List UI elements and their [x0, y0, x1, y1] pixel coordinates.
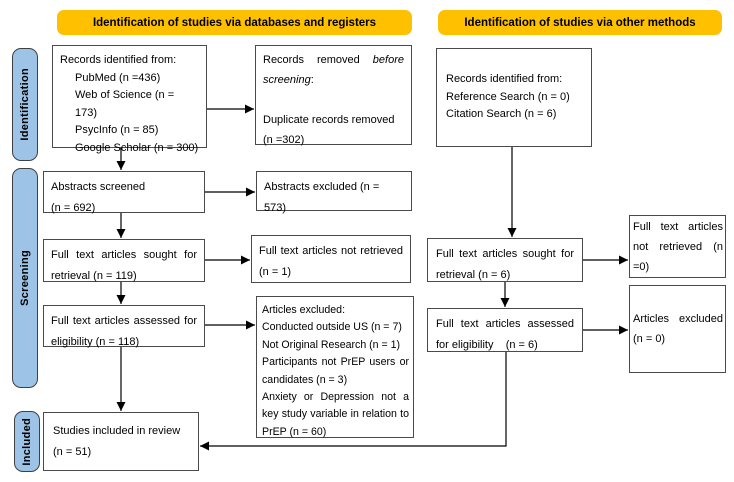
box-line: Abstracts screened — [51, 181, 146, 193]
box-count: (n =302) — [263, 134, 305, 146]
box-count: (n = 51) — [53, 445, 92, 458]
box-text: Full text articles assessed for eligibil… — [436, 318, 574, 351]
exclusion-reason-item: Participants not PrEP users or candidate… — [262, 356, 409, 386]
database-source-item: PubMed (n =436) — [75, 71, 161, 84]
database-source-item: Google Scholar (n = 300) — [75, 141, 199, 154]
other-source-item: Reference Search (n = 0) — [446, 90, 570, 103]
box-line: Studies included in review — [53, 424, 181, 437]
box-detail: Duplicate records removed — [263, 114, 395, 126]
box-title: Records removed before screening: — [263, 50, 404, 90]
records-removed-post: : — [310, 74, 314, 86]
box-fulltext-assessed-other: Full text articles assessed for eligibil… — [427, 308, 583, 352]
box-abstracts-screened: Abstracts screened (n = 692) — [43, 171, 205, 214]
database-source-item: PsycInfo (n = 85) — [75, 124, 159, 136]
database-source-list: PubMed (n =436) Web of Science (n = 173) P… — [60, 70, 199, 158]
box-text: Full text articles not retrieved (n = 1) — [259, 245, 403, 278]
box-abstracts-excluded: Abstracts excluded (n = 573) — [256, 171, 412, 214]
other-source-item: Citation Search (n = 6) — [446, 108, 557, 121]
header-databases-registers-label: Identification of studies via databases … — [92, 16, 377, 29]
stage-label-identification-text: Identification — [19, 68, 31, 141]
box-articles-excluded: Articles excluded: Conducted outside US … — [256, 296, 414, 438]
exclusion-reason-list: Conducted outside US (n = 7) Not Original… — [262, 319, 409, 441]
exclusion-reason-item: Not Original Research (n = 1) — [262, 338, 401, 351]
box-records-removed: Records removed before screening: Duplic… — [255, 45, 412, 146]
box-text: Abstracts excluded (n = 573) — [264, 181, 380, 214]
records-removed-italic: before screening — [263, 54, 404, 86]
stage-label-screening-text: Screening — [19, 250, 31, 306]
box-text: Articles excluded (n = 0) — [633, 313, 723, 345]
box-records-identified-other: Records identified from: Reference Searc… — [436, 48, 592, 147]
stage-label-identification: Identification — [12, 48, 38, 161]
header-databases-registers: Identification of studies via databases … — [57, 10, 412, 35]
box-count: (n = 692) — [51, 202, 96, 214]
exclusion-reason-item: Anxiety or Depression not a key study va… — [262, 391, 409, 438]
box-title: Records identified from: — [446, 73, 563, 86]
box-text: Full text articles sought for retrieval … — [51, 249, 197, 282]
box-text: Full text articles assessed for eligibil… — [51, 315, 197, 348]
header-other-methods: Identification of studies via other meth… — [438, 10, 722, 35]
box-fulltext-sought-other: Full text articles sought for retrieval … — [427, 238, 583, 282]
box-fulltext-not-retrieved: Full text articles not retrieved (n = 1) — [251, 235, 411, 283]
header-other-methods-label: Identification of studies via other meth… — [464, 16, 696, 29]
blank-line — [263, 90, 404, 110]
exclusion-reason-item: Conducted outside US (n = 7) — [262, 321, 402, 334]
box-fulltext-sought: Full text articles sought for retrieval … — [43, 239, 205, 282]
other-source-list: Reference Search (n = 0) Citation Search … — [446, 89, 582, 124]
box-text: Full text articles sought for retrieval … — [436, 248, 574, 281]
stage-label-included-text: Included — [21, 417, 33, 466]
box-text: Full text articles not retrieved (n =0) — [633, 220, 723, 273]
box-title: Articles excluded: — [262, 304, 346, 316]
box-fulltext-assessed: Full text articles assessed for eligibil… — [43, 305, 205, 348]
stage-label-screening: Screening — [12, 168, 38, 388]
records-removed-pre: Records removed — [263, 54, 373, 66]
box-title: Records identified from: — [60, 54, 177, 66]
stage-label-included: Included — [14, 411, 40, 472]
box-articles-excluded-other: Articles excluded (n = 0) — [629, 285, 726, 373]
box-studies-included: Studies included in review (n = 51) — [43, 412, 199, 471]
box-fulltext-not-retrieved-other: Full text articles not retrieved (n =0) — [629, 215, 726, 278]
database-source-item: Web of Science (n = 173) — [75, 89, 175, 119]
box-records-identified-databases: Records identified from: PubMed (n =436)… — [52, 45, 207, 154]
